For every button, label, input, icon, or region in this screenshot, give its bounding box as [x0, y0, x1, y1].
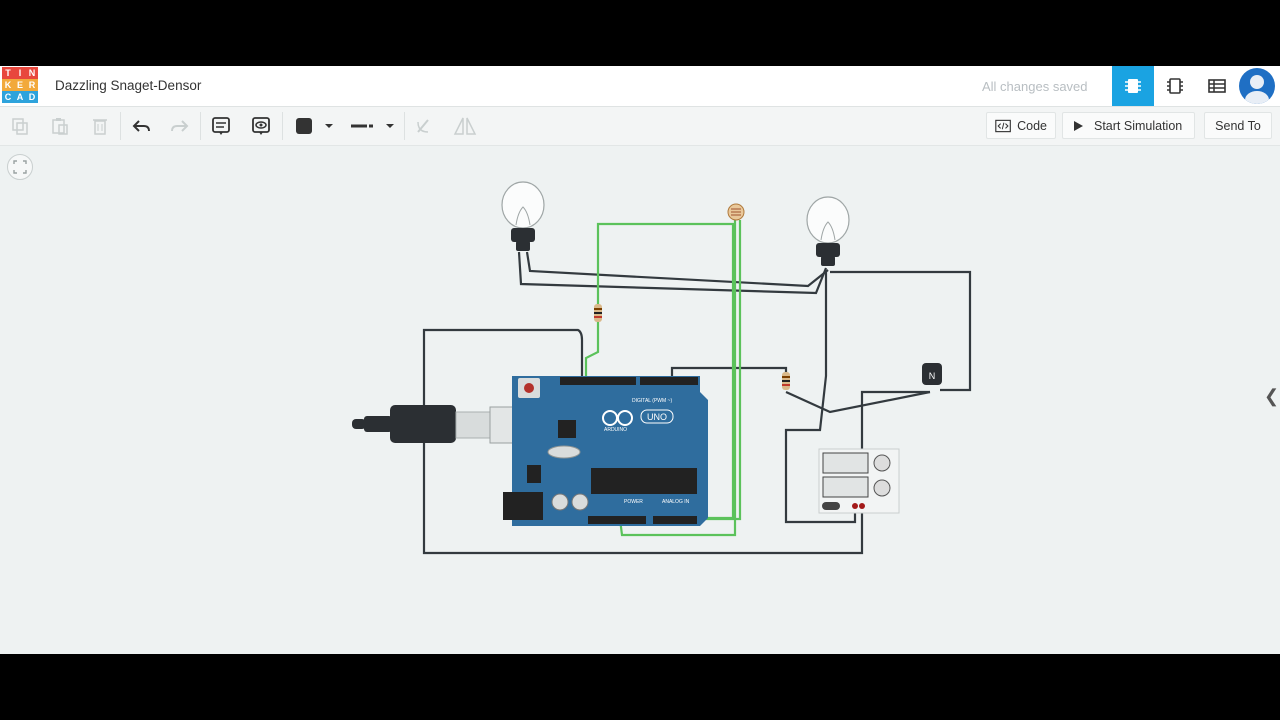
user-avatar[interactable] — [1239, 68, 1275, 104]
project-title[interactable]: Dazzling Snaget-Densor — [55, 78, 202, 93]
light-bulb-right[interactable] — [806, 196, 850, 266]
logo-letter: N — [26, 67, 38, 79]
green-wires — [584, 220, 742, 537]
wire[interactable] — [525, 251, 829, 288]
line-style-icon — [351, 124, 394, 128]
resistor-1[interactable] — [594, 304, 602, 322]
undo-icon — [132, 120, 150, 132]
usb-cable — [352, 405, 541, 444]
table-view-icon — [1208, 79, 1226, 93]
note-icon — [212, 117, 230, 135]
toggle-notes-button[interactable] — [249, 113, 273, 139]
relay-module[interactable] — [818, 448, 900, 514]
copy-icon — [12, 118, 28, 135]
wire[interactable] — [706, 220, 742, 521]
wire[interactable] — [784, 270, 857, 524]
arduino-uno-board[interactable]: DIGITAL (PWM ~) ARDUINO UNO POWER ANALOG… — [503, 376, 708, 526]
code-button[interactable]: Code — [986, 112, 1056, 139]
wire[interactable] — [422, 328, 584, 420]
rotate-button[interactable] — [412, 113, 436, 139]
light-bulb-left[interactable] — [501, 181, 545, 251]
component-list-button[interactable] — [1154, 66, 1196, 106]
mirror-icon — [453, 117, 477, 135]
fit-view-button[interactable] — [7, 154, 33, 180]
paste-icon — [52, 118, 68, 135]
board-brand: ARDUINO — [604, 427, 627, 433]
color-picker[interactable] — [292, 113, 338, 139]
logo-letter: E — [14, 79, 26, 91]
logo-letter: K — [2, 79, 14, 91]
logo-letter: T — [2, 67, 14, 79]
logo-letter: C — [2, 91, 14, 103]
rotate-icon — [417, 119, 429, 133]
resistor-2[interactable] — [782, 372, 790, 390]
logo-letter: D — [26, 91, 38, 103]
fit-view-icon — [13, 160, 27, 174]
wire[interactable] — [422, 390, 930, 555]
start-simulation-label: Start Simulation — [1094, 118, 1183, 133]
toolbar-divider — [120, 112, 121, 140]
wire[interactable] — [618, 220, 737, 537]
table-view-button[interactable] — [1196, 66, 1238, 106]
send-to-button[interactable]: Send To — [1204, 112, 1272, 139]
delete-icon — [93, 119, 107, 135]
code-label: Code — [1017, 118, 1047, 133]
power-label: POWER — [624, 499, 643, 505]
analog-label: ANALOG IN — [662, 499, 690, 505]
toolbar-divider — [282, 112, 283, 140]
logo-letter: R — [26, 79, 38, 91]
play-icon — [1074, 120, 1083, 131]
digital-label: DIGITAL (PWM ~) — [632, 398, 672, 404]
add-note-button[interactable] — [209, 113, 233, 139]
chevron-left-icon: ❮ — [1264, 386, 1280, 406]
wire[interactable] — [830, 270, 972, 392]
redo-button[interactable] — [168, 113, 192, 139]
line-style-picker[interactable] — [347, 113, 399, 139]
delete-button[interactable] — [88, 113, 112, 139]
wire[interactable] — [517, 251, 828, 295]
component-list-icon — [1167, 78, 1183, 94]
start-simulation-button[interactable]: Start Simulation — [1062, 112, 1195, 139]
npn-transistor[interactable]: N — [922, 363, 942, 385]
wire[interactable] — [785, 390, 931, 414]
dark-wires — [422, 251, 972, 555]
redo-icon — [171, 120, 189, 132]
color-swatch-icon — [296, 118, 333, 134]
copy-button[interactable] — [8, 113, 32, 139]
edit-toolbar: Code Start Simulation Send To — [0, 107, 1280, 146]
circuit-canvas[interactable]: N DIGITAL (PWM ~) — [0, 66, 1280, 654]
save-status: All changes saved — [982, 79, 1088, 94]
board-model: UNO — [647, 412, 667, 422]
components-panel-toggle[interactable]: ❮ — [1264, 386, 1279, 407]
code-icon — [995, 119, 1011, 132]
logo-letter: I — [14, 67, 26, 79]
paste-button[interactable] — [48, 113, 72, 139]
transistor-label: N — [929, 371, 936, 381]
photoresistor[interactable] — [727, 203, 745, 221]
user-icon — [1245, 75, 1269, 104]
logo-letter: A — [14, 91, 26, 103]
notes-visibility-icon — [252, 117, 270, 135]
toolbar-divider — [404, 112, 405, 140]
send-to-label: Send To — [1215, 118, 1261, 133]
toolbar-divider — [200, 112, 201, 140]
undo-button[interactable] — [129, 113, 153, 139]
circuit-view-icon — [1125, 79, 1141, 93]
mirror-button[interactable] — [452, 113, 478, 139]
circuit-view-button[interactable] — [1112, 66, 1154, 106]
